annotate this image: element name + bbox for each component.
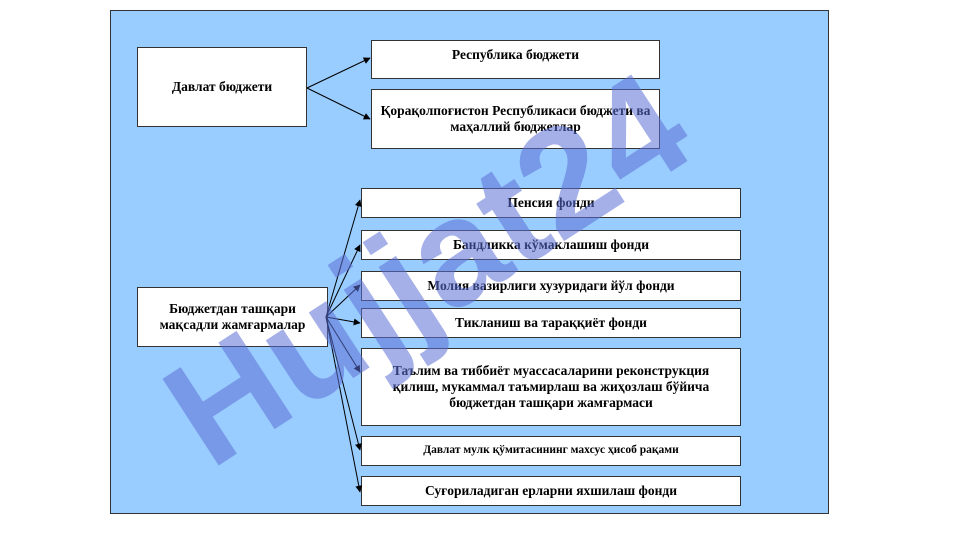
road-fund-box: Молия вазирлиги хузуридаги йўл фонди bbox=[361, 271, 741, 301]
karakalpak-budget-label: Қорақолпоғистон Республикаси бюджети ва … bbox=[380, 103, 651, 134]
education-health-fund-box: Таълим ва тиббиёт муассасаларини реконст… bbox=[361, 348, 741, 426]
reconstruction-fund-label: Тикланиш ва тараққиёт фонди bbox=[455, 315, 647, 331]
karakalpak-budget-box: Қорақолпоғистон Республикаси бюджети ва … bbox=[371, 89, 660, 149]
road-fund-label: Молия вазирлиги хузуридаги йўл фонди bbox=[427, 278, 675, 294]
irrigated-land-fund-label: Суғориладиган ерларни яхшилаш фонди bbox=[424, 483, 678, 499]
employment-fund-label: Бандликка кўмаклашиш фонди bbox=[452, 237, 650, 253]
pension-fund-box: Пенсия фонди bbox=[361, 188, 741, 218]
irrigated-land-fund-box: Суғориладиган ерларни яхшилаш фонди bbox=[361, 476, 741, 506]
republic-budget-box: Республика бюджети bbox=[371, 40, 660, 79]
off-budget-label: Бюджетдан ташқари мақсадли жамғармалар bbox=[159, 301, 306, 332]
republic-budget-label: Республика бюджети bbox=[451, 47, 580, 62]
state-budget-box: Давлат бюджети bbox=[137, 47, 307, 127]
state-property-account-box: Давлат мулк қўмитасининг махсус ҳисоб ра… bbox=[361, 436, 741, 466]
education-health-fund-label: Таълим ва тиббиёт муассасаларини реконст… bbox=[392, 363, 710, 410]
pension-fund-label: Пенсия фонди bbox=[507, 195, 595, 211]
employment-fund-box: Бандликка кўмаклашиш фонди bbox=[361, 230, 741, 260]
state-property-account-label: Давлат мулк қўмитасининг махсус ҳисоб ра… bbox=[423, 444, 679, 457]
off-budget-box: Бюджетдан ташқари мақсадли жамғармалар bbox=[137, 287, 328, 347]
state-budget-label: Давлат бюджети bbox=[171, 79, 273, 95]
reconstruction-fund-box: Тикланиш ва тараққиёт фонди bbox=[361, 308, 741, 338]
